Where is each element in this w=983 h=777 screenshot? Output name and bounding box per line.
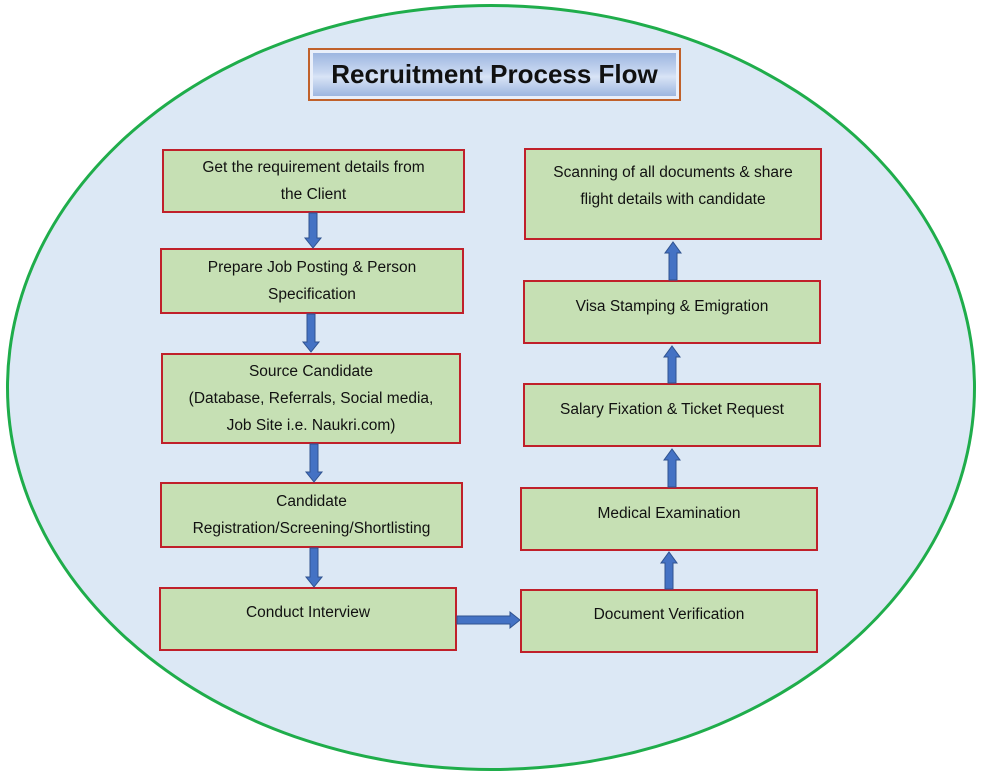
step-conduct-interview: Conduct Interview — [159, 587, 457, 651]
step-label: Scanning of all documents & share flight… — [553, 164, 793, 208]
step-label: Conduct Interview — [245, 603, 371, 621]
step-medical-examination: Medical Examination — [520, 487, 818, 551]
title-box: Recruitment Process Flow — [308, 48, 681, 101]
arrow-up-icon — [664, 241, 682, 281]
arrow-right-icon — [456, 610, 521, 630]
step-scanning-documents: Scanning of all documents & share flight… — [524, 148, 822, 240]
step-label: Visa Stamping & Emigration — [575, 297, 769, 315]
arrow-down-icon — [301, 313, 321, 353]
step-candidate-registration: Candidate Registration/Screening/Shortli… — [160, 482, 463, 548]
step-label: Salary Fixation & Ticket Request — [560, 400, 784, 418]
step-source-candidate: Source Candidate (Database, Referrals, S… — [161, 353, 461, 444]
step-label: Source Candidate (Database, Referrals, S… — [188, 363, 434, 434]
arrow-up-icon — [663, 345, 681, 384]
diagram-title: Recruitment Process Flow — [313, 53, 676, 96]
arrow-down-icon — [304, 547, 324, 588]
arrow-up-icon — [663, 448, 681, 488]
step-label: Document Verification — [593, 605, 745, 623]
arrow-up-icon — [660, 551, 678, 590]
step-document-verification: Document Verification — [520, 589, 818, 653]
step-label: Get the requirement details from the Cli… — [202, 159, 425, 203]
arrow-down-icon — [303, 212, 323, 249]
arrow-down-icon — [304, 443, 324, 483]
step-prepare-job-posting: Prepare Job Posting & Person Specificati… — [160, 248, 464, 314]
step-salary-fixation: Salary Fixation & Ticket Request — [523, 383, 821, 447]
step-label: Prepare Job Posting & Person Specificati… — [207, 259, 417, 303]
step-visa-stamping: Visa Stamping & Emigration — [523, 280, 821, 344]
step-get-requirements: Get the requirement details from the Cli… — [162, 149, 465, 213]
step-label: Candidate Registration/Screening/Shortli… — [192, 493, 431, 537]
step-label: Medical Examination — [597, 504, 741, 522]
